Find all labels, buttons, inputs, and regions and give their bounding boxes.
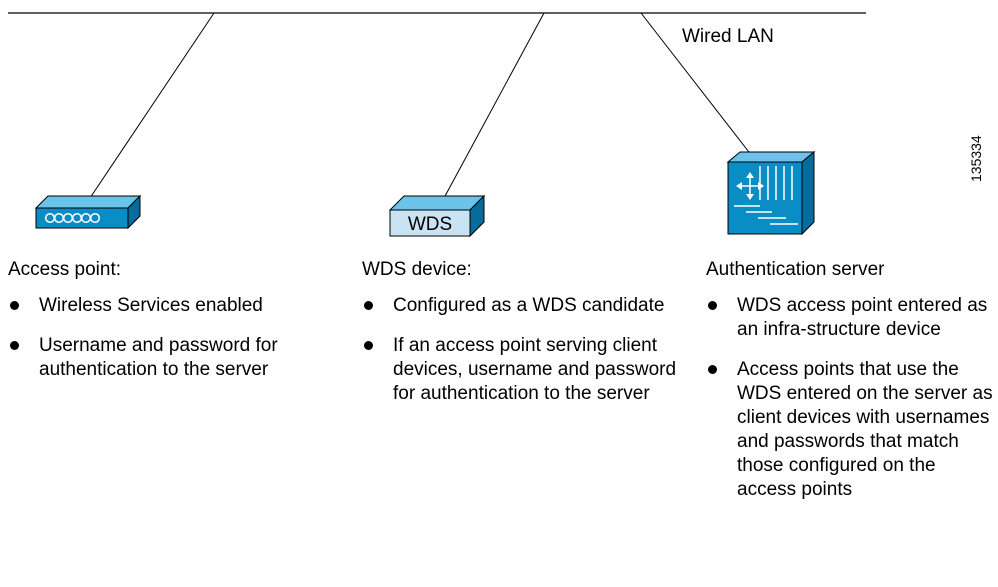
auth-server-icon — [726, 150, 816, 236]
auth-server-title: Authentication server — [706, 259, 885, 280]
access-point-icon — [34, 194, 142, 230]
list-item: Access points that use the WDS entered o… — [706, 358, 996, 502]
access-point-link — [89, 12, 215, 199]
wds-device-link — [443, 12, 545, 199]
access-point-requirements: Wireless Services enabled Username and p… — [8, 294, 318, 382]
auth-server-link — [640, 12, 753, 157]
wds-device-requirements: Configured as a WDS candidate If an acce… — [362, 294, 692, 406]
wds-device-column: WDS device: Configured as a WDS candidat… — [362, 258, 692, 422]
auth-server-requirements: WDS access point entered as an infra-str… — [706, 294, 996, 502]
list-item: Configured as a WDS candidate — [362, 294, 692, 318]
list-item: WDS access point entered as an infra-str… — [706, 294, 996, 342]
list-item: Username and password for authentication… — [8, 334, 318, 382]
wired-lan-label: Wired LAN — [682, 26, 774, 47]
wds-device-title: WDS device: — [362, 259, 472, 280]
list-item: If an access point serving client device… — [362, 334, 692, 406]
wds-device-icon: WDS — [388, 194, 486, 238]
auth-server-column: Authentication server WDS access point e… — [706, 258, 996, 518]
access-point-column: Access point: Wireless Services enabled … — [8, 258, 318, 398]
list-item: Wireless Services enabled — [8, 294, 318, 318]
wds-icon-label: WDS — [408, 214, 452, 235]
access-point-title: Access point: — [8, 259, 121, 280]
figure-id: 135334 — [968, 135, 984, 182]
